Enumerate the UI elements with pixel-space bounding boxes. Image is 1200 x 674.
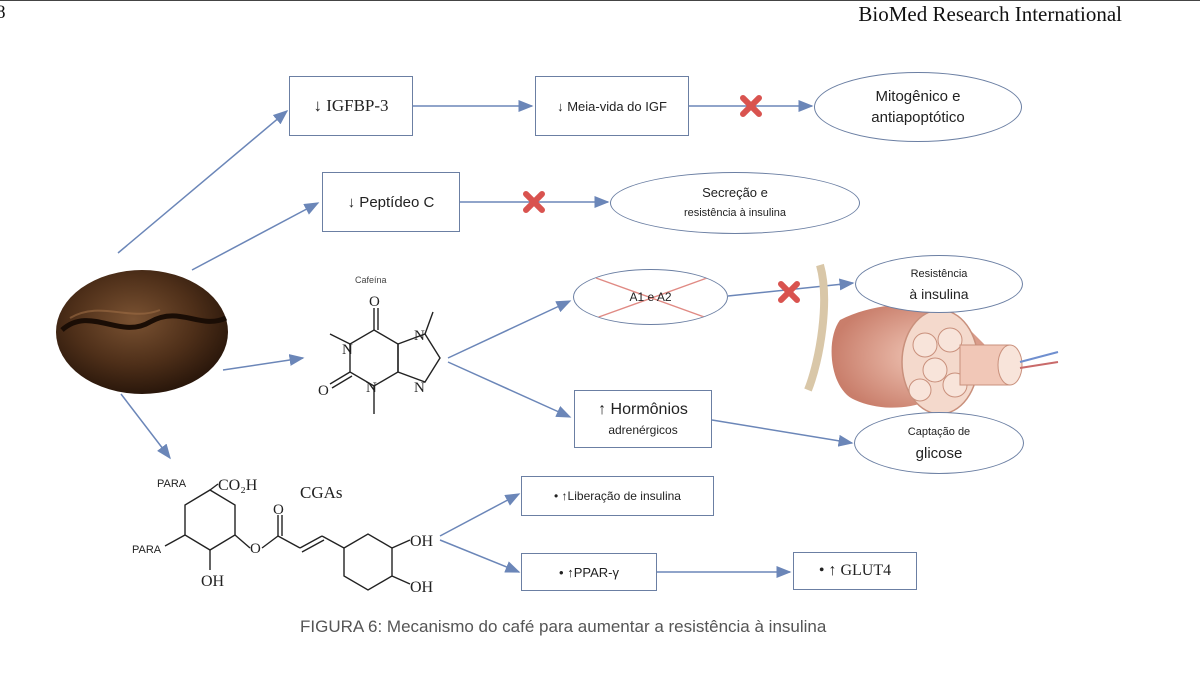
header-rule <box>0 0 1200 1</box>
hormonios-line2: adrenérgicos <box>608 423 678 437</box>
blocked-x-icon <box>740 95 762 117</box>
svg-text:OH: OH <box>410 533 434 550</box>
arrow-cga-to-liberacao <box>439 493 521 537</box>
figure-caption: FIGURA 6: Mecanismo do café para aumenta… <box>300 617 827 636</box>
svg-text:OH: OH <box>201 573 225 590</box>
svg-text:CGAs: CGAs <box>300 483 343 502</box>
mitogenico-ellipse: Mitogênico e antiapoptótico <box>814 72 1022 142</box>
cga-structure <box>164 483 411 591</box>
mitogenico-line2: antiapoptótico <box>871 109 965 126</box>
mitogenico-line1: Mitogênico e <box>875 88 961 105</box>
liberacao-box: • ↑Liberação de insulina <box>521 476 714 516</box>
svg-text:N: N <box>414 328 425 344</box>
svg-text:O: O <box>369 294 380 310</box>
coffee-bean-image <box>56 270 228 394</box>
secrecao-line1: Secreção e <box>702 185 768 200</box>
arrow-caffeine-to-hormonios <box>447 361 572 418</box>
caffeine-label: Cafeína <box>355 275 387 285</box>
svg-text:O: O <box>250 541 261 557</box>
ppar-box: • ↑PPAR-γ <box>521 553 657 591</box>
resistencia-ellipse: Resistência à insulina <box>855 255 1023 313</box>
meia-vida-box: ↓ Meia-vida do IGF <box>535 76 689 136</box>
svg-text:N: N <box>366 380 377 396</box>
muscle-fiber-illustration <box>804 263 1059 415</box>
svg-text:OH: OH <box>410 579 434 596</box>
arrow-bean-to-peptideo <box>191 202 320 271</box>
blocked-x-icon <box>523 191 545 213</box>
arrow-bean-to-caffeine <box>222 354 305 371</box>
a1a2-label: A1 e A2 <box>629 290 672 304</box>
a1a2-ellipse: A1 e A2 <box>573 269 728 325</box>
svg-text:CO₂H: CO₂H <box>218 477 258 494</box>
svg-text:N: N <box>414 380 425 396</box>
resistencia-line1: Resistência <box>910 268 968 280</box>
journal-title: BioMed Research International <box>858 2 1122 26</box>
secrecao-ellipse: Secreção e resistência à insulina <box>610 172 860 234</box>
glut4-box: • ↑ GLUT4 <box>793 552 917 590</box>
secrecao-line2: resistência à insulina <box>683 207 787 219</box>
hormonios-box: ↑ Hormônios adrenérgicos <box>574 390 712 448</box>
svg-text:N: N <box>342 342 353 358</box>
arrow-hormonios-to-captacao <box>711 419 854 447</box>
cga-atoms: CO₂H PARA PARA OH O O OH OH CGAs <box>132 477 434 596</box>
captacao-line2: glicose <box>915 445 963 462</box>
resistencia-line2: à insulina <box>909 286 969 302</box>
svg-text:O: O <box>318 383 329 399</box>
caffeine-atoms: O N O N N N <box>318 294 425 399</box>
page-number: 8 <box>0 2 6 23</box>
captacao-ellipse: Captação de glicose <box>854 412 1024 474</box>
arrow-bean-to-cga <box>120 393 171 460</box>
svg-text:PARA: PARA <box>132 544 162 556</box>
arrow-caffeine-to-a1a2 <box>447 300 572 359</box>
caffeine-structure <box>329 308 441 414</box>
arrow-bean-to-igfbp3 <box>117 110 289 254</box>
peptideo-c-box: ↓ Peptídeo C <box>322 172 460 232</box>
igfbp3-box: ↓ IGFBP-3 <box>289 76 413 136</box>
captacao-line1: Captação de <box>907 426 971 438</box>
crossed-out-icon <box>595 277 708 319</box>
hormonios-line1: ↑ Hormônios <box>598 401 688 418</box>
blocked-x-icon <box>778 281 800 303</box>
arrow-cga-to-ppar <box>439 539 521 573</box>
svg-text:O: O <box>273 502 284 518</box>
svg-text:PARA: PARA <box>157 478 187 490</box>
